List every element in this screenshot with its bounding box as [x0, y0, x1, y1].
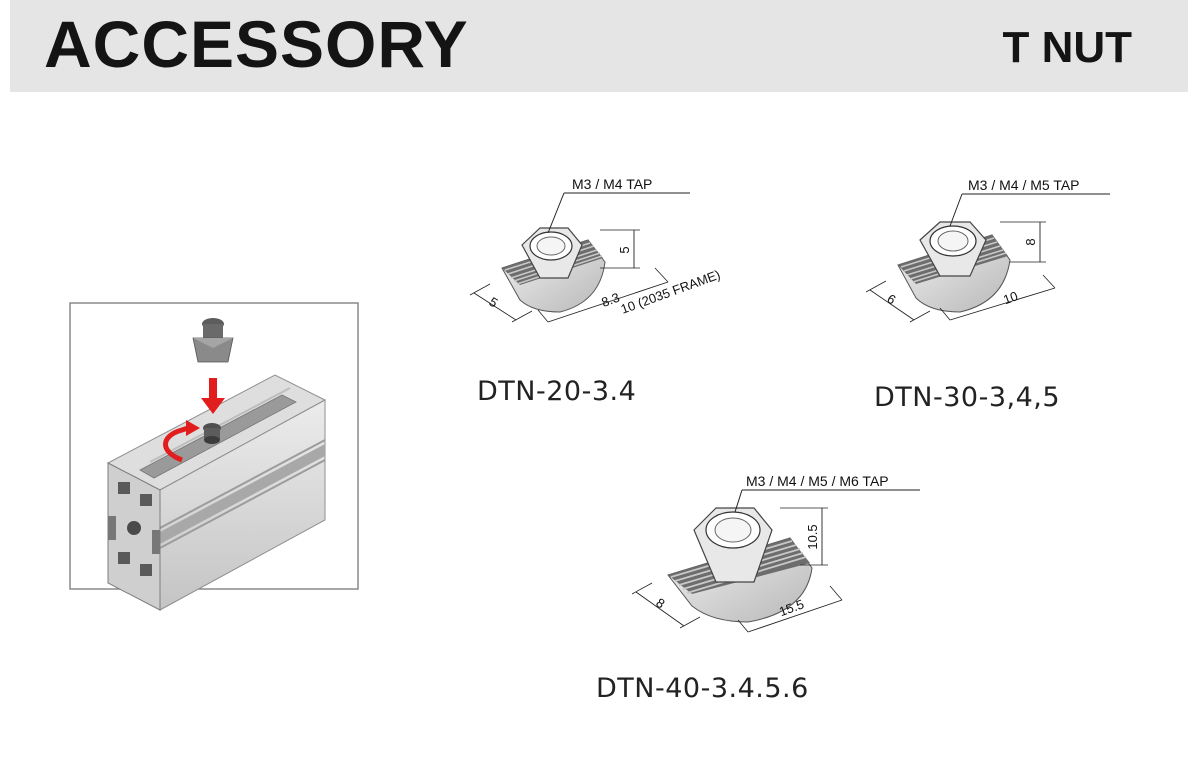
- tap-label: M3 / M4 / M5 / M6 TAP: [746, 473, 889, 489]
- t-nut-drawing-20: M3 / M4 TAP 5 5 8.3 10 (2035 FRAME): [469, 176, 723, 323]
- t-nut-drawing-40: M3 / M4 / M5 / M6 TAP 10.5 8 15.5: [631, 473, 920, 633]
- tap-label: M3 / M4 TAP: [572, 176, 652, 192]
- width-dim: 6: [884, 291, 898, 308]
- installation-illustration: [69, 302, 359, 611]
- length-note: 10 (2035 FRAME): [619, 267, 723, 317]
- height-dim: 5: [617, 246, 632, 253]
- length-dim: 10: [1001, 288, 1020, 307]
- model-label-40: DTN-40-3.4.5.6: [596, 673, 809, 704]
- height-dim: 10.5: [805, 524, 820, 549]
- page-title: ACCESSORY: [44, 7, 469, 81]
- model-label-30: DTN-30-3,4,5: [874, 382, 1061, 413]
- rotate-arrow-icon: [163, 420, 200, 463]
- page-header: ACCESSORY T NUT: [10, 0, 1188, 92]
- height-dim: 8: [1023, 238, 1038, 245]
- width-dim: 8: [653, 595, 667, 612]
- t-nut-drawing-30: M3 / M4 / M5 TAP 8 6 10: [865, 177, 1110, 323]
- width-dim: 5: [486, 294, 500, 311]
- model-label-20: DTN-20-3.4: [477, 376, 637, 407]
- installed-screw: [203, 423, 221, 444]
- page-subtitle: T NUT: [1002, 23, 1132, 72]
- length-dim: 8.3: [599, 290, 621, 310]
- insert-arrow: [201, 378, 225, 414]
- falling-t-nut: [192, 318, 234, 363]
- tap-label: M3 / M4 / M5 TAP: [968, 177, 1080, 193]
